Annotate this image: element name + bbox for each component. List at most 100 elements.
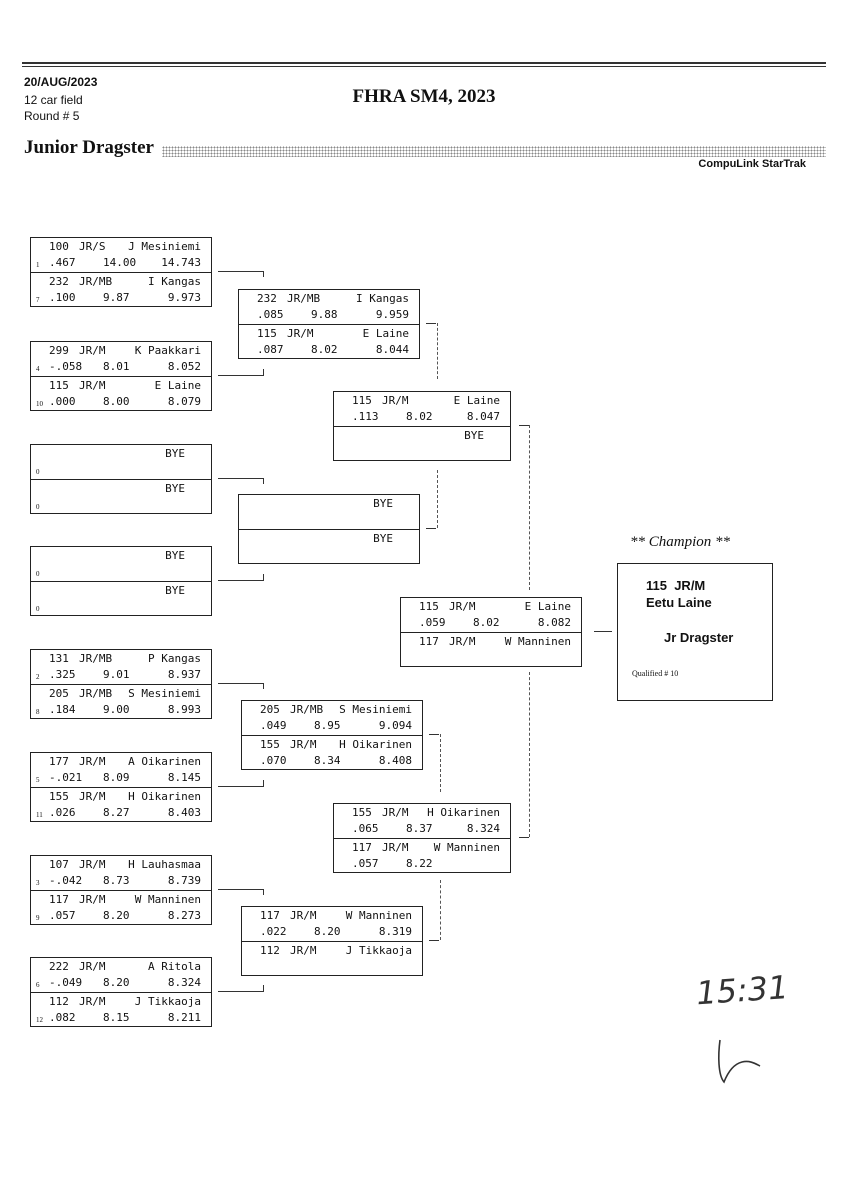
car-number: 117 <box>260 909 280 922</box>
champion-name: Eetu Laine <box>646 595 712 610</box>
driver-name: S Mesiniemi <box>128 687 201 700</box>
car-class: JR/M <box>79 960 106 973</box>
dial-time: 8.319 <box>378 925 412 938</box>
elapsed-time: 8.34 <box>314 754 341 767</box>
car-number: 115 <box>419 600 439 613</box>
car-class: JR/MB <box>290 703 324 716</box>
champion-box: 115 JR/M Eetu Laine Jr Dragster Qualifie… <box>617 563 773 701</box>
champion-category: Jr Dragster <box>664 630 734 645</box>
car-class: JR/M <box>290 909 317 922</box>
car-number: 112 <box>49 995 69 1008</box>
dial-time: 8.739 <box>167 874 201 887</box>
car-number: 232 <box>49 275 69 288</box>
car-number: 205 <box>49 687 69 700</box>
car-number: 107 <box>49 858 69 871</box>
reaction-time: .059 <box>419 616 446 629</box>
bye-label: BYE <box>165 447 185 460</box>
event-title: FHRA SM4, 2023 <box>352 86 496 107</box>
reaction-time: .184 <box>49 703 76 716</box>
driver-name: H Oikarinen <box>128 790 201 803</box>
reaction-time: .026 <box>49 806 76 819</box>
elapsed-time: 9.88 <box>311 308 338 321</box>
handwritten-time: 15:31 <box>695 968 790 1012</box>
dial-time: 8.052 <box>167 360 201 373</box>
car-number: 115 <box>352 394 372 407</box>
qualifying-position: 6 <box>36 981 40 989</box>
qualifying-position: 10 <box>36 400 43 408</box>
car-number: 131 <box>49 652 69 665</box>
driver-name: J Tikkaoja <box>134 995 201 1008</box>
car-class: JR/M <box>449 635 476 648</box>
reaction-time: .049 <box>260 719 287 732</box>
car-class: JR/M <box>79 790 106 803</box>
elapsed-time: 9.87 <box>103 291 130 304</box>
reaction-time: -.042 <box>49 874 83 887</box>
reaction-time: .082 <box>49 1011 76 1024</box>
driver-name: H Oikarinen <box>339 738 412 751</box>
car-class: JR/M <box>290 944 317 957</box>
elapsed-time: 14.00 <box>103 256 137 269</box>
car-class: JR/M <box>79 893 106 906</box>
elapsed-time: 9.00 <box>103 703 130 716</box>
reaction-time: .000 <box>49 395 76 408</box>
qualifying-position: 11 <box>36 811 43 819</box>
reaction-time: .057 <box>352 857 379 870</box>
champion-entry: 115 JR/M <box>646 578 706 593</box>
driver-name: H Oikarinen <box>427 806 500 819</box>
bye-label: BYE <box>373 497 393 510</box>
elapsed-time: 8.27 <box>103 806 130 819</box>
car-class: JR/M <box>290 738 317 751</box>
car-class: JR/MB <box>79 275 113 288</box>
reaction-time: .022 <box>260 925 287 938</box>
elapsed-time: 8.09 <box>103 771 130 784</box>
elapsed-time: 8.20 <box>103 909 130 922</box>
qualifying-position: 12 <box>36 1016 43 1024</box>
dial-time: 9.959 <box>375 308 409 321</box>
elapsed-time: 8.00 <box>103 395 130 408</box>
qualifying-position: 3 <box>36 879 40 887</box>
field-size: 12 car field <box>24 93 83 107</box>
driver-name: E Laine <box>524 600 571 613</box>
car-number: 222 <box>49 960 69 973</box>
car-class: JR/M <box>79 858 106 871</box>
handwritten-initials-mark <box>718 1039 761 1084</box>
header-rule-top <box>22 62 826 64</box>
driver-name: W Manninen <box>433 841 500 854</box>
car-number: 115 <box>257 327 277 340</box>
category-title: Junior Dragster <box>24 137 154 158</box>
driver-name: J Mesiniemi <box>128 240 201 253</box>
bye-label: BYE <box>165 482 185 495</box>
car-number: 115 <box>49 379 69 392</box>
driver-name: E Laine <box>453 394 500 407</box>
reaction-time: -.049 <box>49 976 83 989</box>
qualifying-position: 0 <box>36 468 40 476</box>
qualifying-position: 1 <box>36 261 40 269</box>
elapsed-time: 8.95 <box>314 719 341 732</box>
driver-name: P Kangas <box>148 652 201 665</box>
car-class: JR/M <box>449 600 476 613</box>
car-class: JR/M <box>382 394 409 407</box>
qualifying-position: 0 <box>36 570 40 578</box>
event-date: 20/AUG/2023 <box>24 75 98 89</box>
lane-bottom: BYE <box>239 529 419 564</box>
car-number: 155 <box>352 806 372 819</box>
qualifying-position: 4 <box>36 365 40 373</box>
dial-time: 8.082 <box>537 616 571 629</box>
